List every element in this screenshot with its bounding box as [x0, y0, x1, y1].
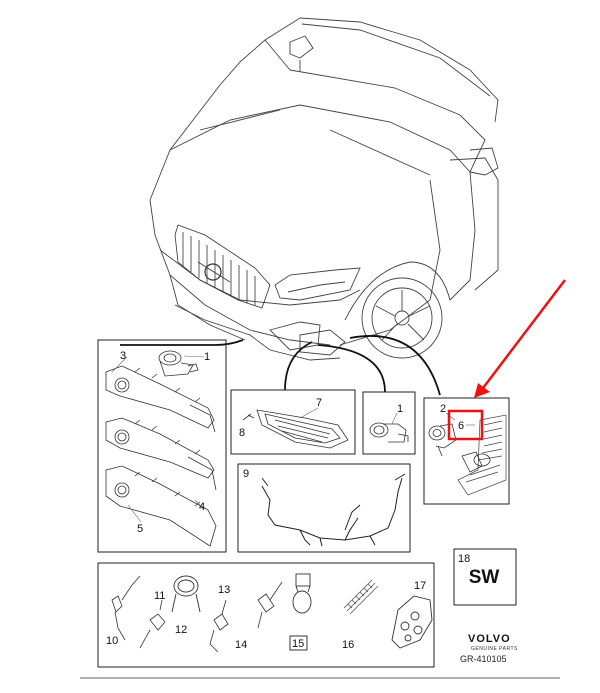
callout-7: 7 — [316, 397, 322, 409]
bracket-4 — [105, 417, 217, 491]
panel-sw — [453, 548, 517, 606]
leader-1-mid — [391, 412, 398, 425]
panel-fog-cover — [230, 389, 356, 455]
leader-curve-left — [120, 339, 244, 346]
bracket-5 — [105, 465, 217, 547]
panel-small-parts — [97, 562, 435, 668]
callout-12: 12 — [175, 624, 187, 636]
panel-side-sensor — [423, 397, 510, 505]
brand-tagline: GENUINE PARTS — [471, 646, 518, 652]
brand-logo: VOLVO — [468, 633, 511, 645]
leader-1-top — [183, 355, 205, 358]
car-illustration — [149, 17, 499, 361]
part-12-strap — [171, 575, 201, 613]
leader-curve-mid-a — [284, 341, 313, 391]
callout-1-top: 1 — [204, 351, 210, 363]
bracket-3 — [105, 365, 216, 433]
highlight-arrow — [474, 279, 566, 398]
callout-14: 14 — [235, 639, 247, 651]
sw-label: SW — [468, 567, 500, 588]
callout-6: 6 — [458, 420, 464, 432]
parking-sensor-1-mid — [369, 422, 409, 443]
part-14-holder — [257, 581, 283, 629]
callout-18: 18 — [458, 553, 470, 565]
part-11-connector — [139, 599, 166, 649]
panel-side-brackets — [97, 339, 227, 553]
callout-3: 3 — [120, 350, 126, 362]
part-13-grommet — [209, 599, 229, 653]
leader-5 — [127, 504, 142, 523]
fog-lamp-cover-7 — [256, 409, 349, 449]
callout-8: 8 — [239, 427, 245, 439]
part-16-seal-strip — [343, 579, 379, 615]
part-17-cover-plate — [391, 595, 433, 649]
callout-10: 10 — [106, 635, 118, 647]
callout-5: 5 — [137, 523, 143, 535]
reference-code: GR-410105 — [460, 654, 507, 664]
callout-17: 17 — [414, 580, 426, 592]
highlight-box-part-6 — [447, 409, 484, 441]
part-15-clamp — [292, 573, 312, 614]
callout-15: 15 — [292, 638, 304, 650]
leader-curve-right — [349, 335, 441, 396]
callout-1-mid: 1 — [397, 403, 403, 415]
callout-16: 16 — [342, 639, 354, 651]
wiring-harness-9 — [261, 473, 406, 547]
part-10-clip — [111, 575, 141, 641]
callout-2: 2 — [440, 403, 446, 415]
panel-wiring-harness — [237, 463, 411, 553]
leader-3 — [111, 356, 128, 373]
callout-13: 13 — [218, 584, 230, 596]
leader-curve-mid-b — [317, 344, 386, 393]
callout-9: 9 — [243, 468, 249, 480]
callout-15-box — [289, 635, 308, 651]
parking-sensor-1-top — [158, 350, 199, 377]
callout-4: 4 — [199, 501, 205, 513]
leader-2 — [445, 412, 456, 421]
leader-4 — [194, 499, 201, 506]
clip-8 — [242, 413, 255, 421]
front-grille — [174, 224, 271, 309]
panel-sensor-mid — [362, 391, 416, 455]
leader-7 — [299, 407, 319, 419]
callout-11: 11 — [154, 590, 165, 602]
